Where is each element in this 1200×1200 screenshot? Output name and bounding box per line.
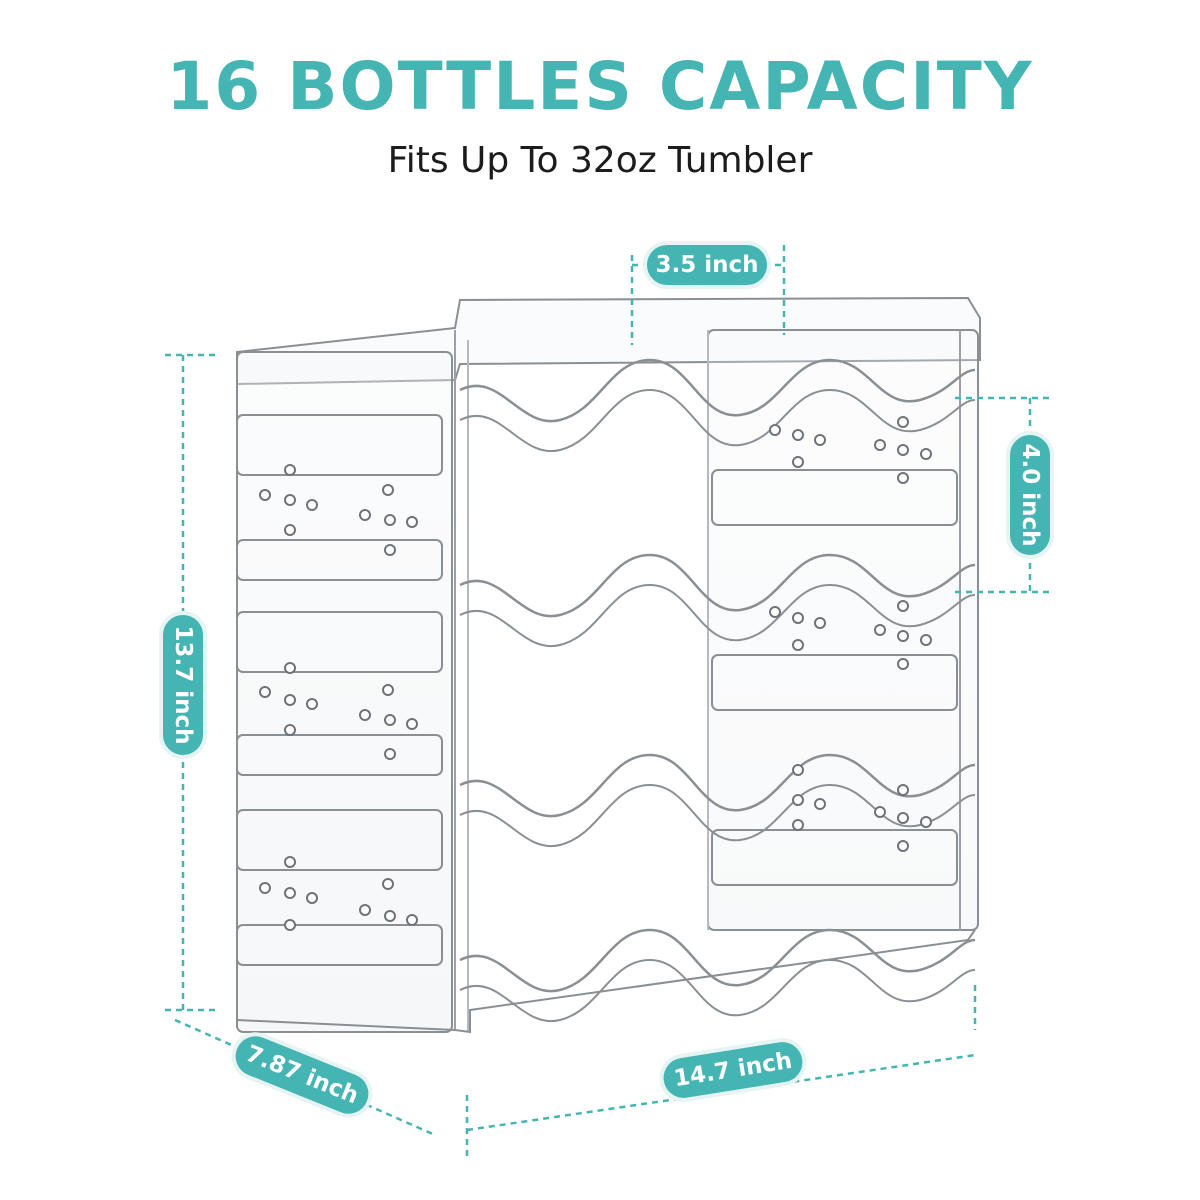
tier-1: [236, 358, 976, 526]
headline-subtitle: Fits Up To 32oz Tumbler: [387, 140, 813, 181]
left-panel-holes: [259, 464, 418, 931]
right-panel-holes: [769, 416, 932, 852]
dim-depth: 7.87 inch: [231, 1032, 373, 1118]
dim-width: 14.7 inch: [659, 1038, 807, 1102]
headline-title: 16 BOTTLES CAPACITY: [166, 48, 1034, 125]
rack-base: [236, 929, 976, 1034]
dim-tier-height-label: 4.0 inch: [1017, 443, 1043, 546]
dim-total-height: 13.7 inch: [159, 611, 207, 759]
tier-4: [236, 924, 976, 1023]
dim-total-height-label: 13.7 inch: [170, 625, 196, 744]
wine-rack-illustration: [236, 296, 981, 1034]
rack-right-panel: [707, 329, 979, 931]
dim-tier-height: 4.0 inch: [1006, 431, 1054, 559]
dim-slot-width: 3.5 inch: [643, 241, 771, 289]
dim-slot-width-label: 3.5 inch: [655, 252, 758, 278]
tier-2: [236, 539, 976, 711]
tier-3: [236, 734, 976, 886]
